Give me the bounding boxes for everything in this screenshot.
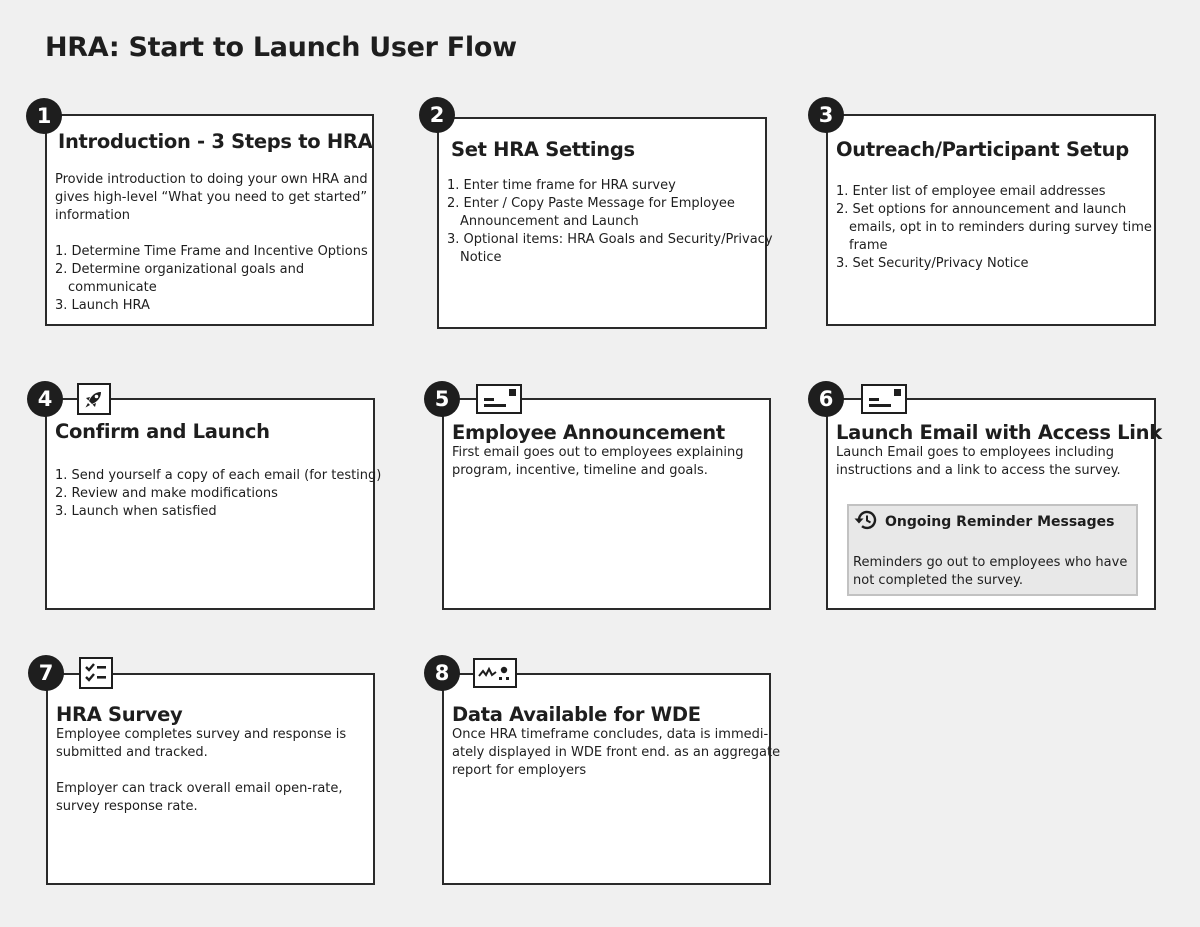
history-icon [853,509,879,535]
step-1-line-3: information [55,208,131,223]
step-8-line-3: report for employers [452,763,587,778]
step-5-line-1: First email goes out to employees explai… [452,445,744,460]
step-number-badge-2: 2 [419,97,455,133]
step-card-6: Launch Email with Access Link Launch Ema… [826,398,1162,610]
step-title-7: HRA Survey [56,703,183,726]
step-number-badge-1: 1 [26,98,62,134]
rocket-icon [77,383,111,415]
step-4-line-1: 1. Send yourself a copy of each email (f… [55,468,382,483]
step-body-8: Once HRA timeframe concludes, data is im… [452,726,781,780]
checklist-icon [79,657,113,689]
step-4-line-2: 2. Review and make modifications [55,486,278,501]
reminder-body: Reminders go out to employees who have n… [853,554,1132,590]
step-4-line-3: 3. Launch when satisfied [55,504,217,519]
step-8-line-2: ately displayed in WDE front end. as an … [452,745,781,760]
step-7-line-4: Employer can track overall email open-ra… [56,781,343,796]
reminder-line-1: Reminders go out to employees who have [853,555,1128,570]
step-1-line-5: 1. Determine Time Frame and Incentive Op… [55,244,368,259]
step-7-line-5: survey response rate. [56,799,198,814]
step-1-line-2: gives high-level “What you need to get s… [55,190,368,205]
step-2-line-5: Notice [460,250,502,265]
step-card-7: HRA Survey Employee completes survey and… [46,673,375,885]
step-body-5: First email goes out to employees explai… [452,444,759,480]
step-number-badge-8: 8 [424,655,460,691]
step-card-2: Set HRA Settings 1. Enter time frame for… [437,117,773,329]
step-1-line-4 [55,225,362,243]
step-title-6: Launch Email with Access Link [836,421,1162,444]
step-card-1: Introduction - 3 Steps to HRA Provide in… [45,114,374,326]
step-number-badge-5: 5 [424,381,460,417]
step-body-7: Employee completes survey and response i… [56,726,363,816]
step-7-line-3 [56,762,363,780]
step-2-line-1: 1. Enter time frame for HRA survey [447,178,676,193]
step-8-line-1: Once HRA timeframe concludes, data is im… [452,727,769,742]
step-title-2: Set HRA Settings [451,138,635,161]
step-2-line-4: 3. Optional items: HRA Goals and Securit… [447,232,773,247]
step-2-line-2: 2. Enter / Copy Paste Message for Employ… [447,196,735,211]
step-body-3: 1. Enter list of employee email addresse… [836,183,1152,273]
step-7-line-1: Employee completes survey and response i… [56,727,347,742]
step-1-line-8: 3. Launch HRA [55,298,150,313]
email-card-icon [476,384,522,414]
step-5-line-2: program, incentive, timeline and goals. [452,463,708,478]
step-2-line-3: Announcement and Launch [460,214,639,229]
step-card-5: Employee Announcement First email goes o… [442,398,771,610]
step-title-8: Data Available for WDE [452,703,701,726]
step-body-6: Launch Email goes to employees including… [836,444,1144,480]
reminder-messages-box: Ongoing Reminder Messages Reminders go o… [847,504,1138,596]
step-number-badge-4: 4 [27,381,63,417]
step-body-2: 1. Enter time frame for HRA survey 2. En… [447,177,773,267]
step-title-1: Introduction - 3 Steps to HRA [58,130,373,153]
step-card-8: Data Available for WDE Once HRA timefram… [442,673,781,885]
step-3-line-4: frame [849,238,888,253]
step-1-line-1: Provide introduction to doing your own H… [55,172,368,187]
step-title-4: Confirm and Launch [55,420,270,443]
analytics-icon [473,658,517,688]
step-6-line-2: instructions and a link to access the su… [836,463,1121,478]
step-card-3: Outreach/Participant Setup 1. Enter list… [826,114,1156,326]
step-body-4: 1. Send yourself a copy of each email (f… [55,467,382,521]
step-card-4: Confirm and Launch 1. Send yourself a co… [45,398,382,610]
step-3-line-2: 2. Set options for announcement and laun… [836,202,1127,217]
reminder-line-2: not completed the survey. [853,573,1024,588]
step-1-line-6: 2. Determine organizational goals and [55,262,305,277]
step-3-line-5: 3. Set Security/Privacy Notice [836,256,1029,271]
step-title-3: Outreach/Participant Setup [836,138,1129,161]
step-3-line-3: emails, opt in to reminders during surve… [849,220,1152,235]
step-title-5: Employee Announcement [452,421,725,444]
email-card-icon [861,384,907,414]
step-3-line-1: 1. Enter list of employee email addresse… [836,184,1106,199]
step-1-line-7: communicate [68,280,157,295]
step-number-badge-7: 7 [28,655,64,691]
page-title: HRA: Start to Launch User Flow [45,32,517,63]
reminder-title: Ongoing Reminder Messages [885,514,1115,530]
step-6-line-1: Launch Email goes to employees including [836,445,1114,460]
step-body-1: Provide introduction to doing your own H… [55,171,368,315]
step-number-badge-3: 3 [808,97,844,133]
step-number-badge-6: 6 [808,381,844,417]
step-7-line-2: submitted and tracked. [56,745,208,760]
